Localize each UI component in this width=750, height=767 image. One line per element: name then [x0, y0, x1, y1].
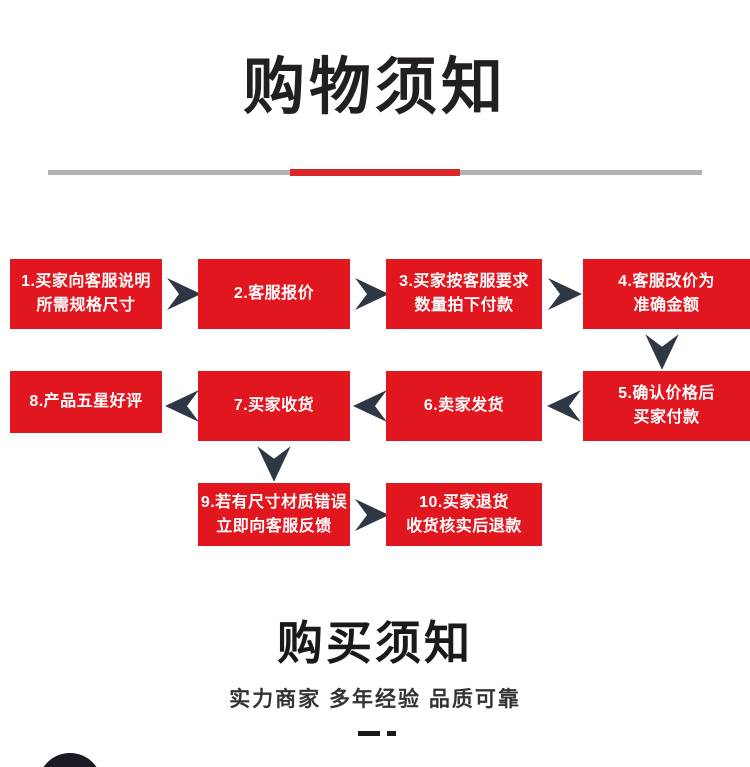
flow-step-1[interactable]: 1.买家向客服说明 所需规格尺寸 — [10, 259, 162, 329]
footer-subtitle: 实力商家 多年经验 品质可靠 — [229, 688, 521, 711]
flow-step-2-label: 2.客服报价 — [233, 285, 315, 302]
flow-step-6[interactable]: 6.卖家发货 — [386, 371, 542, 441]
arrow-step-1-to-2 — [165, 274, 205, 314]
flow-step-4-label: 4.客服改价为 准确金额 — [618, 273, 715, 314]
flow-step-9[interactable]: 9.若有尺寸材质错误 立即向客服反馈 — [198, 483, 350, 546]
flow-step-3-label: 3.买家按客服要求 数量拍下付款 — [399, 273, 529, 314]
flow-step-6-label: 6.卖家发货 — [423, 397, 505, 414]
arrow-step-7-to-9 — [253, 444, 295, 486]
arrow-step-7-to-8 — [161, 386, 201, 426]
flow-step-7-label: 7.买家收货 — [233, 397, 315, 414]
flow-step-8-label: 8.产品五星好评 — [29, 393, 143, 410]
arrow-step-5-to-6 — [543, 386, 583, 426]
flow-step-10[interactable]: 10.买家退货 收货核实后退款 — [386, 483, 542, 546]
arrow-step-3-to-4 — [546, 274, 586, 314]
dash-shape — [358, 731, 380, 736]
arrow-step-6-to-7 — [349, 386, 389, 426]
flow-step-5-label: 5.确认价格后 买家付款 — [618, 385, 715, 426]
flow-step-8[interactable]: 8.产品五星好评 — [10, 371, 162, 433]
flow-step-10-label: 10.买家退货 收货核实后退款 — [406, 493, 522, 535]
flow-step-9-label: 9.若有尺寸材质错误 立即向客服反馈 — [200, 493, 348, 535]
title-divider-accent — [290, 169, 460, 176]
flow-step-3[interactable]: 3.买家按客服要求 数量拍下付款 — [386, 259, 542, 329]
arrow-step-4-to-5 — [641, 332, 683, 374]
dot-shape — [387, 731, 396, 736]
arrow-step-2-to-3 — [353, 274, 393, 314]
page-title: 购物须知 — [242, 53, 507, 122]
flow-step-4[interactable]: 4.客服改价为 准确金额 — [583, 259, 750, 329]
corner-circle-decoration — [38, 753, 102, 767]
flow-step-1-label: 1.买家向客服说明 所需规格尺寸 — [21, 273, 151, 314]
footer-title: 购买须知 — [277, 617, 473, 669]
flow-step-5[interactable]: 5.确认价格后 买家付款 — [583, 371, 750, 441]
flow-step-7[interactable]: 7.买家收货 — [198, 371, 350, 441]
arrow-step-9-to-10 — [353, 495, 393, 535]
footer-dash-dot-ornament — [0, 728, 750, 738]
flow-step-2[interactable]: 2.客服报价 — [198, 259, 350, 329]
